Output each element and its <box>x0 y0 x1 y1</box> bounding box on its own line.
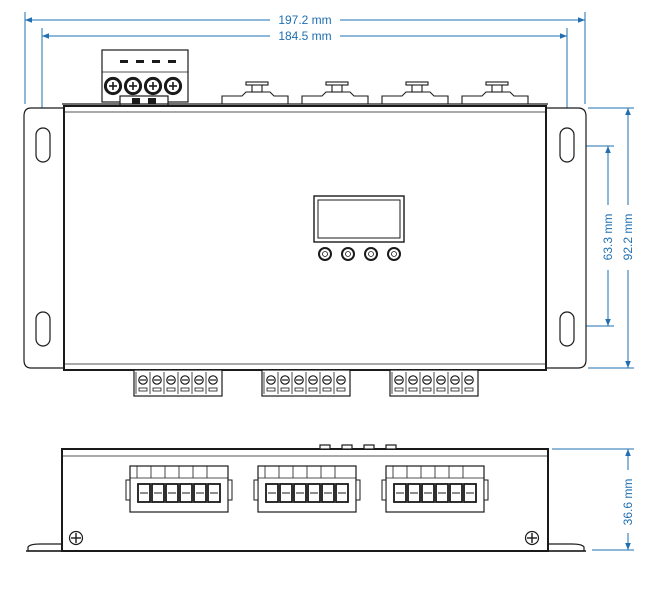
side-terminal-block <box>381 465 489 513</box>
top-connectors <box>221 81 529 104</box>
terminal-pin <box>291 372 304 394</box>
mount-slot-bottom-left <box>35 311 51 347</box>
terminal-pin <box>135 372 148 394</box>
terminal-pin <box>391 372 404 394</box>
input-terminal-screw <box>163 76 183 96</box>
main-housing <box>63 105 547 371</box>
top-connector <box>301 81 369 104</box>
terminal-pin <box>333 372 346 394</box>
terminal-pin <box>278 466 293 503</box>
terminal-pin <box>434 466 449 503</box>
terminal-pin <box>320 466 335 503</box>
mounting-flange <box>23 107 587 369</box>
display-button <box>387 247 401 261</box>
input-terminal-block <box>101 49 189 107</box>
terminal-pin <box>192 466 207 503</box>
terminal-pin <box>163 372 176 394</box>
terminal-pin <box>405 372 418 394</box>
input-screws <box>103 76 183 96</box>
terminal-pin <box>461 372 474 394</box>
terminal-pin <box>264 466 279 503</box>
top-terminal-block <box>261 369 351 397</box>
terminal-pin <box>306 466 321 503</box>
display-button <box>364 247 378 261</box>
terminal-pin <box>191 372 204 394</box>
top-connector <box>221 81 289 104</box>
lcd-display-screen <box>317 199 401 239</box>
terminal-pin <box>292 466 307 503</box>
top-view <box>23 49 587 397</box>
side-height-label: 36.6 mm <box>621 479 635 526</box>
terminal-pin <box>178 466 193 503</box>
terminal-pin <box>263 372 276 394</box>
terminal-pin <box>206 466 221 503</box>
terminal-pin <box>177 372 190 394</box>
terminal-pin <box>319 372 332 394</box>
terminal-pin <box>392 466 407 503</box>
terminal-pin <box>406 466 421 503</box>
side-terminal-block <box>253 465 361 513</box>
side-base-flange <box>27 543 585 552</box>
slot-spacing-label: 63.3 mm <box>601 214 615 261</box>
top-terminal-block <box>133 369 223 397</box>
top-view-terminal-blocks <box>133 369 479 397</box>
terminal-pin <box>149 372 162 394</box>
inner-width-label: 184.5 mm <box>278 29 331 43</box>
terminal-pin <box>447 372 460 394</box>
terminal-pin <box>420 466 435 503</box>
input-terminal-screw <box>143 76 163 96</box>
mount-slot-top-right <box>559 127 575 163</box>
terminal-pin <box>205 372 218 394</box>
terminal-pin <box>277 372 290 394</box>
side-screw-right <box>524 530 540 546</box>
side-view <box>26 444 586 552</box>
overall-width-label: 197.2 mm <box>278 13 331 27</box>
terminal-pin <box>433 372 446 394</box>
display-button <box>318 247 332 261</box>
top-connector <box>461 81 529 104</box>
side-screw-left <box>68 530 84 546</box>
terminal-pin <box>334 466 349 503</box>
terminal-pin <box>305 372 318 394</box>
terminal-pin <box>164 466 179 503</box>
input-terminal-screw <box>103 76 123 96</box>
display-buttons <box>318 247 401 261</box>
top-terminal-block <box>389 369 479 397</box>
terminal-pin <box>448 466 463 503</box>
terminal-pin <box>136 466 151 503</box>
mount-slot-top-left <box>35 127 51 163</box>
overall-height-label: 92.2 mm <box>621 214 635 261</box>
display-button <box>341 247 355 261</box>
terminal-pin <box>150 466 165 503</box>
top-connector <box>381 81 449 104</box>
terminal-pin <box>462 466 477 503</box>
dimension-labels: 197.2 mm 184.5 mm 63.3 mm 92.2 mm 36.6 m… <box>278 13 635 525</box>
terminal-pin <box>419 372 432 394</box>
side-terminal-block <box>125 465 233 513</box>
input-terminal-screw <box>123 76 143 96</box>
mount-slot-bottom-right <box>559 311 575 347</box>
dimension-lines <box>24 12 634 551</box>
side-view-terminal-blocks <box>125 465 489 513</box>
